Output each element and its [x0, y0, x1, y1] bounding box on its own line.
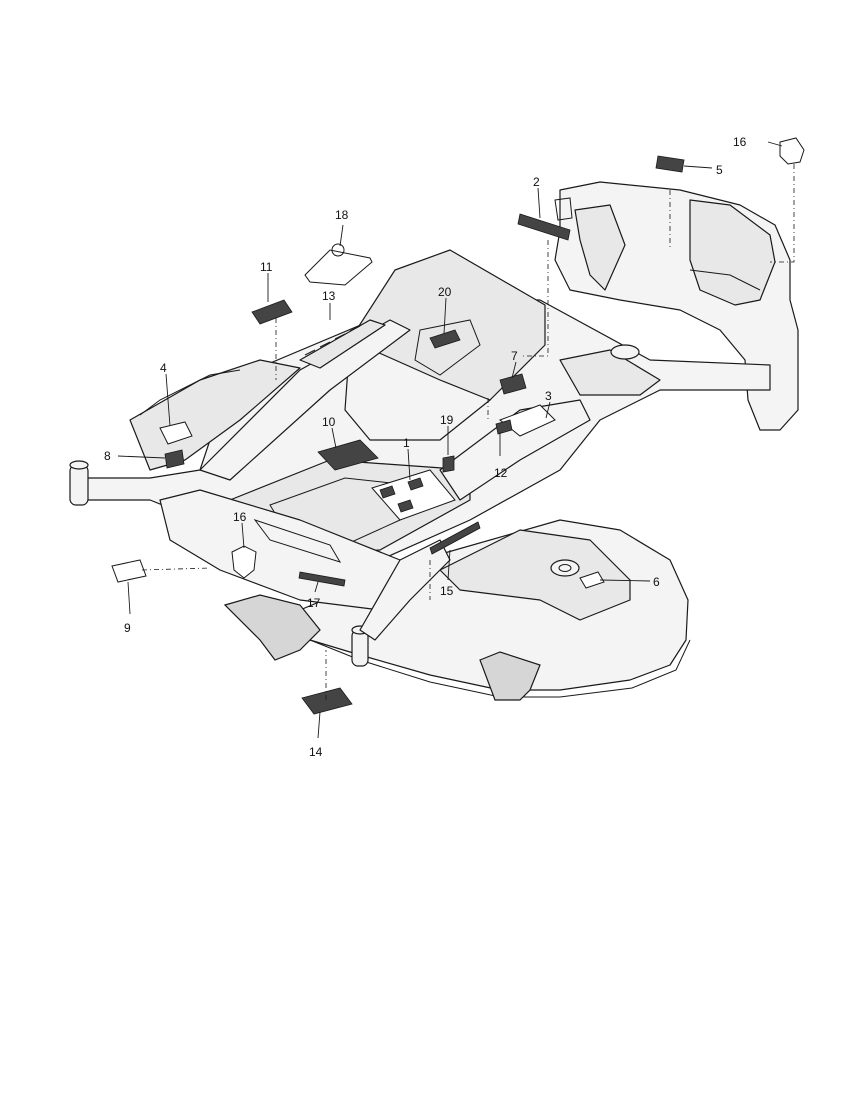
decal-8 [164, 449, 185, 469]
callout-17: 17 [307, 596, 321, 610]
decal-1 [371, 469, 456, 521]
callout-5: 5 [716, 163, 723, 177]
decal-18 [304, 249, 373, 286]
decal-2 [517, 213, 571, 241]
decal-20 [429, 329, 461, 349]
callout-16-top: 16 [733, 135, 747, 149]
left-fender [574, 204, 626, 291]
callout-20: 20 [438, 285, 452, 299]
callout-13: 13 [322, 289, 336, 303]
right-control-housing [439, 399, 591, 501]
callout-10: 10 [322, 415, 336, 429]
decals [111, 137, 805, 715]
callout-14: 14 [309, 745, 323, 759]
control-lever [299, 319, 386, 369]
decal-10 [317, 439, 379, 471]
callout-labels: 1 2 3 4 5 6 7 8 9 10 11 12 13 14 15 16 1… [104, 135, 747, 759]
seat-cushion [344, 339, 491, 441]
decal-14 [301, 687, 353, 715]
callout-7: 7 [511, 349, 518, 363]
deck-chute [479, 651, 541, 701]
callout-15: 15 [440, 584, 454, 598]
front-right-arm [359, 539, 451, 641]
callout-6: 6 [653, 575, 660, 589]
decal-19 [442, 455, 455, 473]
callout-3: 3 [545, 389, 552, 403]
callout-16-front: 16 [233, 510, 247, 524]
mower-illustration [69, 181, 799, 701]
decal-9 [111, 559, 147, 583]
callout-12: 12 [494, 466, 508, 480]
callout-9: 9 [124, 621, 131, 635]
decal-17 [298, 571, 346, 587]
decal-5 [655, 155, 685, 173]
decal-12 [495, 419, 513, 435]
deck-top-plate [439, 529, 631, 621]
decal-15 [429, 521, 481, 555]
callout-11: 11 [260, 260, 273, 274]
anti-scalp-left [223, 594, 321, 661]
decal-11 [251, 299, 293, 325]
left-control-housing [199, 319, 411, 481]
leader-lines [117, 141, 795, 739]
callout-19: 19 [440, 413, 454, 427]
decal-16-logo [779, 137, 805, 165]
callout-8: 8 [104, 449, 111, 463]
right-fender [689, 199, 776, 306]
decal-4 [159, 421, 193, 445]
decal-3 [499, 404, 556, 437]
right-step-plate [559, 349, 661, 396]
callout-4: 4 [160, 361, 167, 375]
front-caster-left [69, 464, 89, 506]
decal-6 [579, 571, 605, 589]
front-caster-right [351, 629, 369, 667]
callout-18: 18 [335, 208, 349, 222]
callout-1: 1 [403, 436, 410, 450]
callout-2: 2 [533, 175, 540, 189]
decal-7 [499, 373, 527, 395]
